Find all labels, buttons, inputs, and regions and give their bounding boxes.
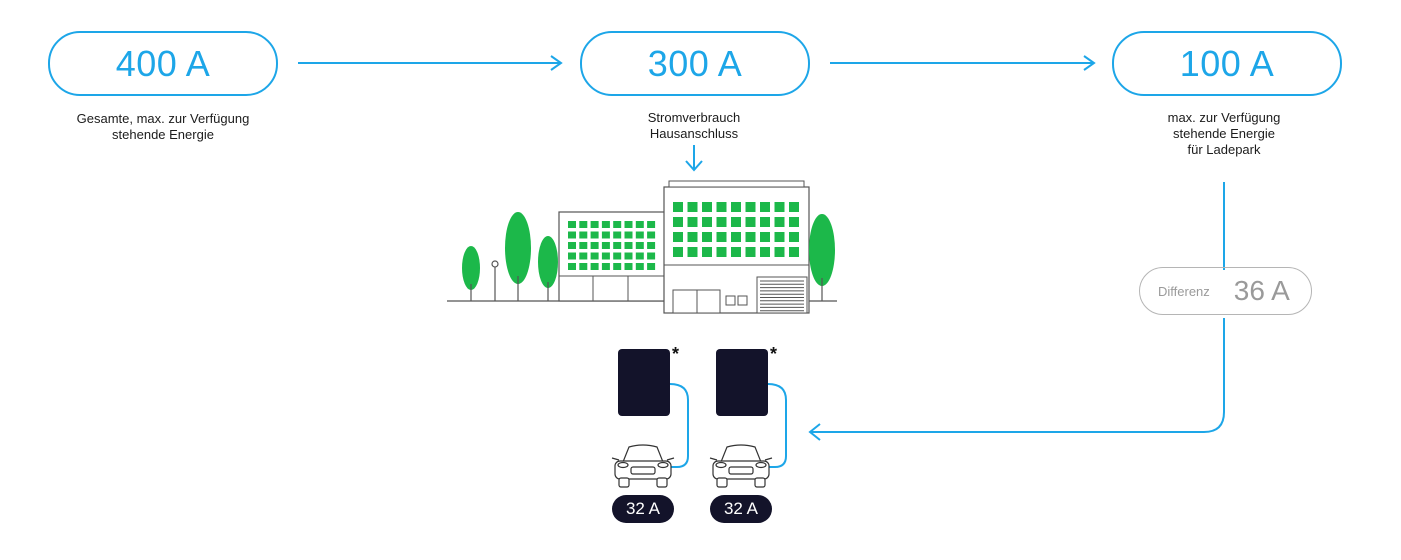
total-capacity-pill: 400 A: [48, 31, 278, 96]
chargepark-capacity-caption: max. zur Verfügung stehende Energie für …: [1167, 110, 1281, 157]
charging-cable-2: [766, 383, 787, 468]
difference-label: Differenz: [1158, 283, 1210, 299]
electric-car-1-icon: [611, 444, 675, 488]
charger-1-current: 32 A: [612, 495, 674, 523]
arrow-down-to-building: [685, 145, 703, 172]
wallbox-charger-1: [618, 349, 670, 416]
building-illustration: [447, 180, 837, 314]
house-consumption-caption: Stromverbrauch Hausanschluss: [647, 110, 741, 141]
total-capacity-caption: Gesamte, max. zur Verfügung stehende Ene…: [76, 111, 250, 142]
arrow-400-to-300: [298, 55, 563, 71]
charger-2-marker: *: [770, 344, 778, 364]
arrow-300-to-100: [830, 55, 1096, 71]
difference-value: 36 A: [1233, 275, 1290, 306]
return-line: [808, 182, 1225, 441]
charger-2-current: 32 A: [710, 495, 772, 523]
wallbox-charger-2: [716, 349, 768, 416]
house-consumption-pill: 300 A: [580, 31, 810, 96]
charger-1-marker: *: [672, 344, 680, 364]
charging-cable-1: [668, 383, 689, 468]
electric-car-2-icon: [709, 444, 773, 488]
chargepark-capacity-pill: 100 A: [1112, 31, 1342, 96]
difference-badge: Differenz 36 A: [1139, 267, 1312, 315]
